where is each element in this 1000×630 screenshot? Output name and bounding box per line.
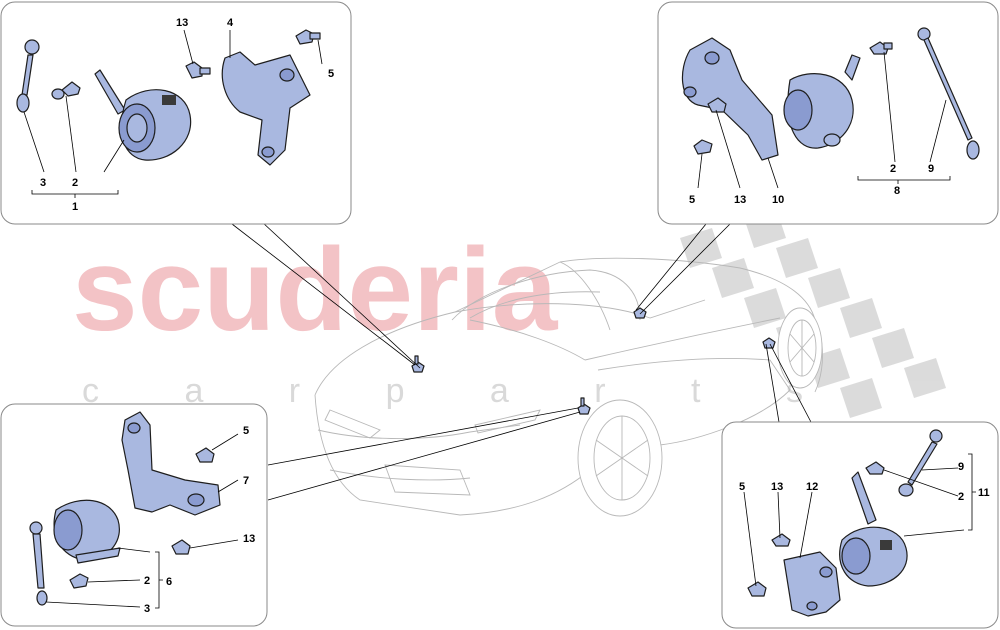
- callout-2: 2: [958, 491, 964, 503]
- sensor-bracket[interactable]: [121, 411, 221, 516]
- callout-8: 8: [894, 185, 900, 197]
- panel-front-right-sensor: 5 7 13 2 6 3: [0, 403, 268, 627]
- car-outline: [314, 257, 823, 517]
- sensor-rod[interactable]: [917, 27, 980, 160]
- height-sensor[interactable]: [783, 54, 861, 149]
- callout-2: 2: [890, 163, 896, 175]
- callout-13: 13: [176, 17, 188, 29]
- callout-3: 3: [144, 603, 150, 615]
- bolt[interactable]: [51, 81, 81, 100]
- bolt[interactable]: [295, 29, 321, 45]
- bolt[interactable]: [865, 461, 885, 475]
- callout-5: 5: [243, 425, 249, 437]
- sensor-bracket[interactable]: [221, 51, 311, 166]
- callout-9: 9: [928, 163, 934, 175]
- panel-front-left-sensor: 13 4 5 3 2 1: [0, 1, 352, 225]
- sensor-rod[interactable]: [898, 429, 943, 497]
- bolt[interactable]: [195, 447, 215, 463]
- callout-12: 12: [806, 481, 818, 493]
- panel-rear-right-sensor: 9 2 11 5 13 12: [721, 421, 999, 629]
- height-sensor[interactable]: [53, 499, 121, 564]
- callout-9: 9: [958, 461, 964, 473]
- sensor-marker-rear-right[interactable]: [762, 337, 776, 349]
- callout-3: 3: [40, 177, 46, 189]
- callout-13: 13: [771, 481, 783, 493]
- callout-2: 2: [72, 177, 78, 189]
- callout-11: 11: [978, 487, 990, 499]
- bolt[interactable]: [771, 533, 791, 547]
- callout-1: 1: [72, 201, 78, 213]
- bolt[interactable]: [707, 97, 727, 113]
- callout-5: 5: [689, 194, 695, 206]
- bolt[interactable]: [747, 581, 767, 597]
- callout-4: 4: [227, 17, 234, 29]
- sensor-rod[interactable]: [16, 39, 40, 113]
- callout-10: 10: [772, 194, 784, 206]
- watermark-brand: scuderia: [72, 224, 559, 356]
- height-sensor[interactable]: [839, 471, 908, 587]
- bolt[interactable]: [869, 41, 893, 55]
- callout-5: 5: [739, 481, 745, 493]
- bolt[interactable]: [171, 539, 191, 555]
- bolt[interactable]: [693, 139, 713, 155]
- bolt[interactable]: [69, 573, 89, 589]
- callout-13: 13: [243, 533, 255, 545]
- sensor-bracket[interactable]: [681, 37, 779, 161]
- callout-7: 7: [243, 475, 249, 487]
- sensor-rod[interactable]: [29, 521, 48, 606]
- panel-rear-left-sensor: 2 9 5 13 10 8: [657, 1, 999, 225]
- callout-5: 5: [328, 68, 334, 80]
- sensor-marker-front-right[interactable]: [577, 397, 591, 415]
- callout-2: 2: [144, 575, 150, 587]
- callout-6: 6: [166, 576, 172, 588]
- sensor-bracket[interactable]: [783, 551, 841, 617]
- callout-13: 13: [734, 194, 746, 206]
- height-sensor[interactable]: [94, 69, 192, 161]
- leader-lines: [231, 221, 813, 501]
